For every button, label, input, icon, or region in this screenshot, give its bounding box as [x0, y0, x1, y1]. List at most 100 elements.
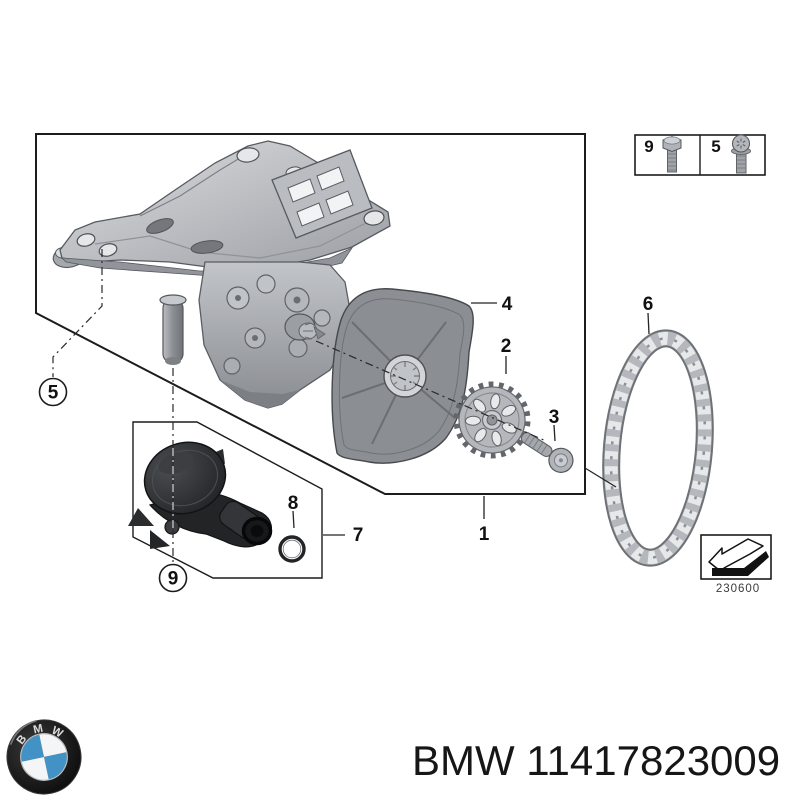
sprocket-teeth	[453, 381, 531, 459]
tube-tip	[165, 357, 181, 365]
leader-line-8	[292, 510, 295, 529]
vent-valve	[128, 441, 273, 549]
logo-letter-m: M	[32, 723, 44, 737]
plate-spline-ring	[390, 361, 420, 391]
main-frame-box	[35, 133, 586, 495]
callout-5-circle	[38, 377, 68, 407]
stamp-code: 230600	[716, 583, 760, 595]
callout-5: 5	[48, 383, 59, 404]
fastener-box-label-5: 5	[711, 137, 720, 156]
leader-line-6	[647, 312, 650, 335]
cover-plate	[331, 288, 474, 464]
direction-arrow-icon	[708, 538, 769, 576]
bracket-edge-line	[139, 151, 251, 217]
output-shaft	[284, 313, 326, 341]
lattice-hole	[316, 166, 345, 191]
callout-9: 9	[168, 569, 179, 590]
lattice-hole	[296, 202, 325, 227]
logo-inner-rim	[20, 733, 68, 781]
callout-6: 6	[643, 294, 654, 315]
lattice-hole	[325, 190, 354, 215]
pump-boss	[313, 309, 331, 327]
bolt9-shaft	[667, 149, 677, 173]
bolt-9-icon	[662, 135, 682, 173]
callout-7: 7	[353, 525, 364, 546]
bolt9-head-top	[663, 136, 681, 145]
callout-4: 4	[502, 294, 513, 315]
leader-line-5	[52, 249, 103, 377]
bolt-dot	[252, 335, 258, 341]
item7-box	[132, 421, 323, 579]
valve-cap-ring	[152, 449, 218, 507]
spline-notches	[391, 362, 419, 390]
o-ring	[278, 535, 306, 563]
logo-quadrant-white-tr	[39, 734, 67, 757]
bolt5-torx	[736, 138, 746, 149]
bolt-dot	[293, 296, 301, 304]
bolt5-threads	[737, 155, 746, 169]
bracket-ridge	[94, 221, 369, 259]
bolt-3	[520, 432, 574, 473]
bolt-5-icon	[731, 134, 751, 174]
chain-pins	[609, 337, 707, 559]
valve-lug	[128, 508, 154, 526]
valve-cap-highlight	[158, 451, 194, 475]
o-ring-inner-edge	[282, 539, 302, 559]
bolt3-socket-center	[558, 458, 563, 463]
leader-line-3	[553, 424, 556, 442]
callout-9-circled: 9	[158, 563, 188, 593]
bracket-bolt-hole	[98, 243, 118, 257]
spline-teeth	[303, 322, 313, 340]
pump-body	[198, 261, 351, 409]
pump-housing-shadow	[220, 380, 300, 408]
callout-9-circle	[158, 563, 188, 593]
plate-inner-outline	[338, 298, 465, 455]
bracket-slot	[190, 240, 224, 254]
logo-quadrant-blue-br	[44, 752, 67, 780]
valve-lug-bottom	[150, 530, 170, 549]
pickup-tube	[159, 294, 187, 365]
lattice-hole	[287, 178, 316, 203]
shaft-tip	[313, 326, 326, 340]
callout-8: 8	[288, 493, 299, 514]
bracket-bolt-hole	[76, 233, 96, 247]
callout-3: 3	[549, 407, 560, 428]
bolt9-threads	[668, 153, 676, 171]
pump-boss	[256, 274, 276, 294]
part-number-title: BMW 11417823009	[412, 737, 780, 784]
pump-boss	[288, 338, 308, 358]
bracket-bolt-hole	[363, 210, 385, 226]
bmw-logo: B M W	[6, 719, 82, 795]
bolt3-threads	[524, 434, 548, 454]
sprocket-bore	[486, 414, 498, 426]
stamp-box: 230600	[700, 534, 772, 595]
callout-5-circled: 5	[38, 377, 68, 407]
logo-rim-highlight	[9, 720, 37, 745]
bolt5-head	[731, 134, 751, 153]
bracket-slot	[146, 218, 174, 234]
pump-boss	[223, 357, 241, 375]
shaft-axis-line	[315, 340, 547, 442]
lattice-body	[271, 149, 373, 239]
sprocket-holes	[465, 393, 517, 447]
bolt3-shaft	[520, 432, 553, 458]
logo-quadrant-white-bl	[21, 757, 49, 780]
fastener-box-label-9: 9	[644, 137, 653, 156]
tube-body	[162, 299, 184, 363]
valve-bolt-boss	[164, 519, 180, 535]
timing-chain	[602, 329, 714, 567]
logo-letter-w: W	[50, 725, 65, 741]
spout-bore	[250, 525, 264, 537]
tube-flange	[159, 294, 187, 306]
bolt-dot	[235, 295, 241, 301]
callout-2: 2	[501, 336, 512, 357]
fastener-box	[634, 134, 766, 176]
arrow-shadow-bar	[712, 551, 769, 576]
callout-1: 1	[479, 524, 490, 545]
lattice-bracket	[271, 149, 373, 239]
bracket-bolt-hole	[236, 147, 260, 163]
chain-connector-line	[584, 467, 617, 488]
bolt5-shaft	[736, 151, 747, 174]
